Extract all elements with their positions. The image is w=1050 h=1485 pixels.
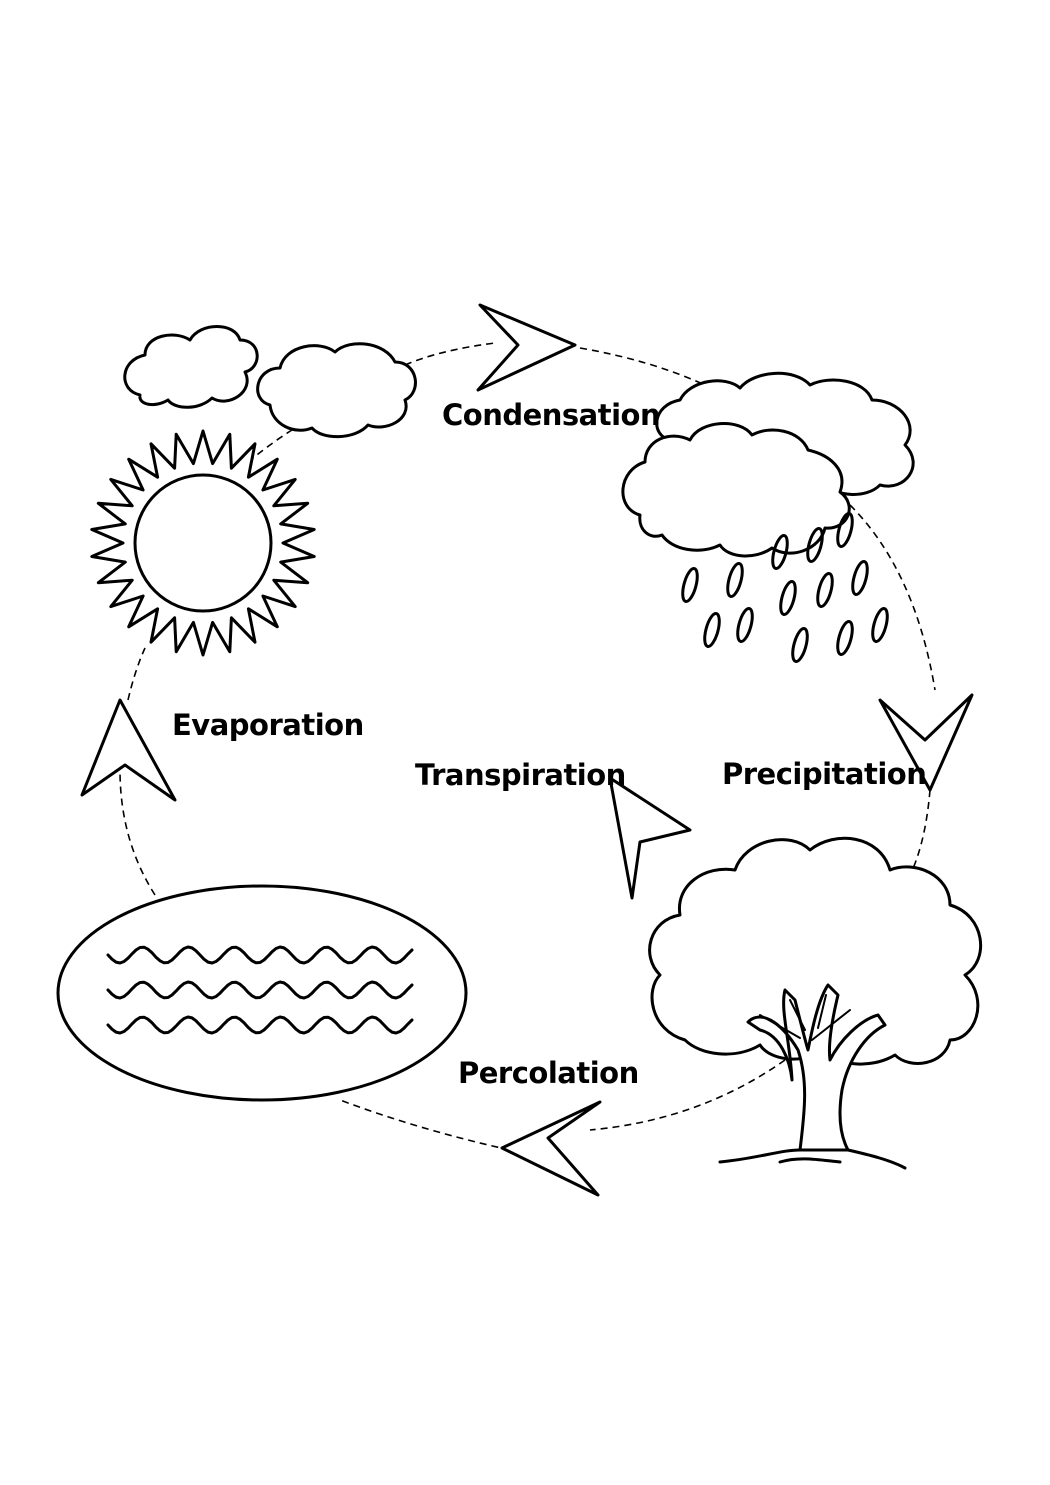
path-evaporation-to-sun: [127, 647, 146, 701]
path-water-to-evaporation: [119, 769, 156, 896]
path-to-condensation: [404, 342, 496, 366]
rain-cloud-icon: [621, 422, 851, 558]
label-precipitation: Precipitation: [722, 757, 926, 791]
tree-branches: [759, 994, 851, 1041]
tree-roots: [718, 1148, 907, 1170]
label-condensation: Condensation: [442, 398, 660, 432]
tree-icon: [648, 836, 982, 1170]
cloud-icon: [123, 325, 259, 409]
label-evaporation: Evaporation: [172, 708, 364, 742]
arrow-icon: [80, 698, 177, 802]
raindrops: [681, 512, 889, 663]
water-body-icon: [56, 884, 468, 1102]
label-transpiration: Transpiration: [415, 758, 626, 792]
arrow-icons: [80, 303, 974, 1197]
path-condensation-to-clouds: [579, 347, 706, 386]
arrow-icon: [500, 1100, 602, 1197]
arrow-icon: [878, 693, 974, 792]
arrow-icon: [476, 303, 577, 392]
path-percolation-to-water: [339, 1099, 511, 1151]
sun-icon: [90, 429, 316, 657]
cloud-icon: [256, 342, 417, 439]
label-percolation: Percolation: [458, 1056, 639, 1090]
arrow-icon: [608, 776, 692, 900]
path-tree-to-percolation: [589, 1059, 786, 1131]
path-clouds-to-precipitation: [849, 504, 936, 691]
